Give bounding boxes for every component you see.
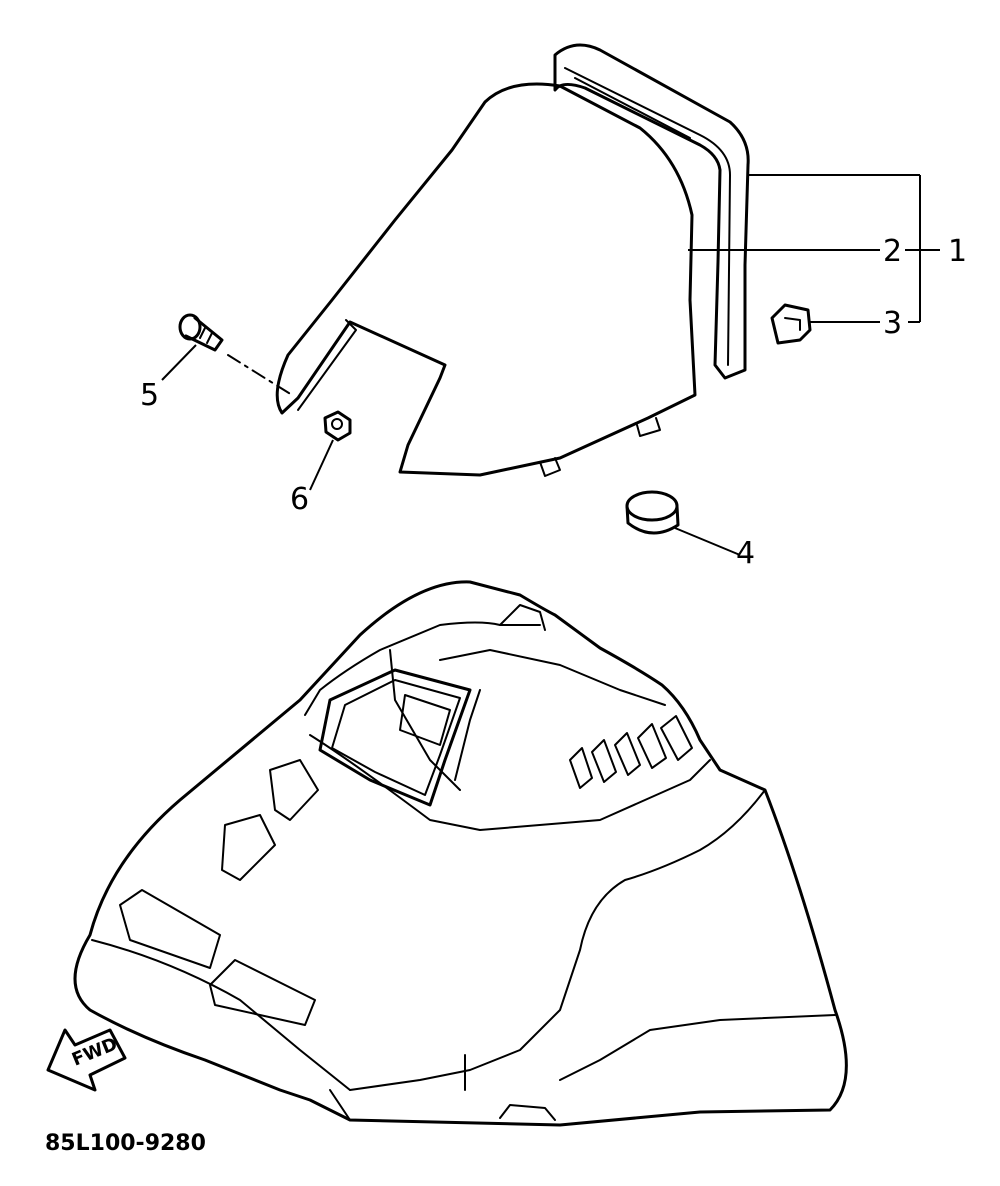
callout-leaders	[161, 174, 940, 556]
rear-cover-panel	[275, 82, 697, 477]
callout-5: 5	[140, 378, 159, 413]
nut-part	[323, 410, 352, 442]
callout-6: 6	[290, 482, 309, 517]
bolt-alignment-line	[227, 354, 293, 396]
callout-4: 4	[736, 536, 755, 571]
callout-3: 3	[883, 306, 902, 341]
grommet-part	[625, 490, 680, 535]
callout-1: 1	[948, 234, 967, 269]
bolt-part	[178, 313, 224, 352]
fwd-arrow: FWD	[46, 1028, 127, 1092]
seal-gasket	[553, 43, 750, 380]
top-cowling	[73, 580, 848, 1127]
part-code-label: 85L100-9280	[45, 1131, 206, 1156]
clip-part	[770, 303, 812, 345]
callout-2: 2	[883, 234, 902, 269]
